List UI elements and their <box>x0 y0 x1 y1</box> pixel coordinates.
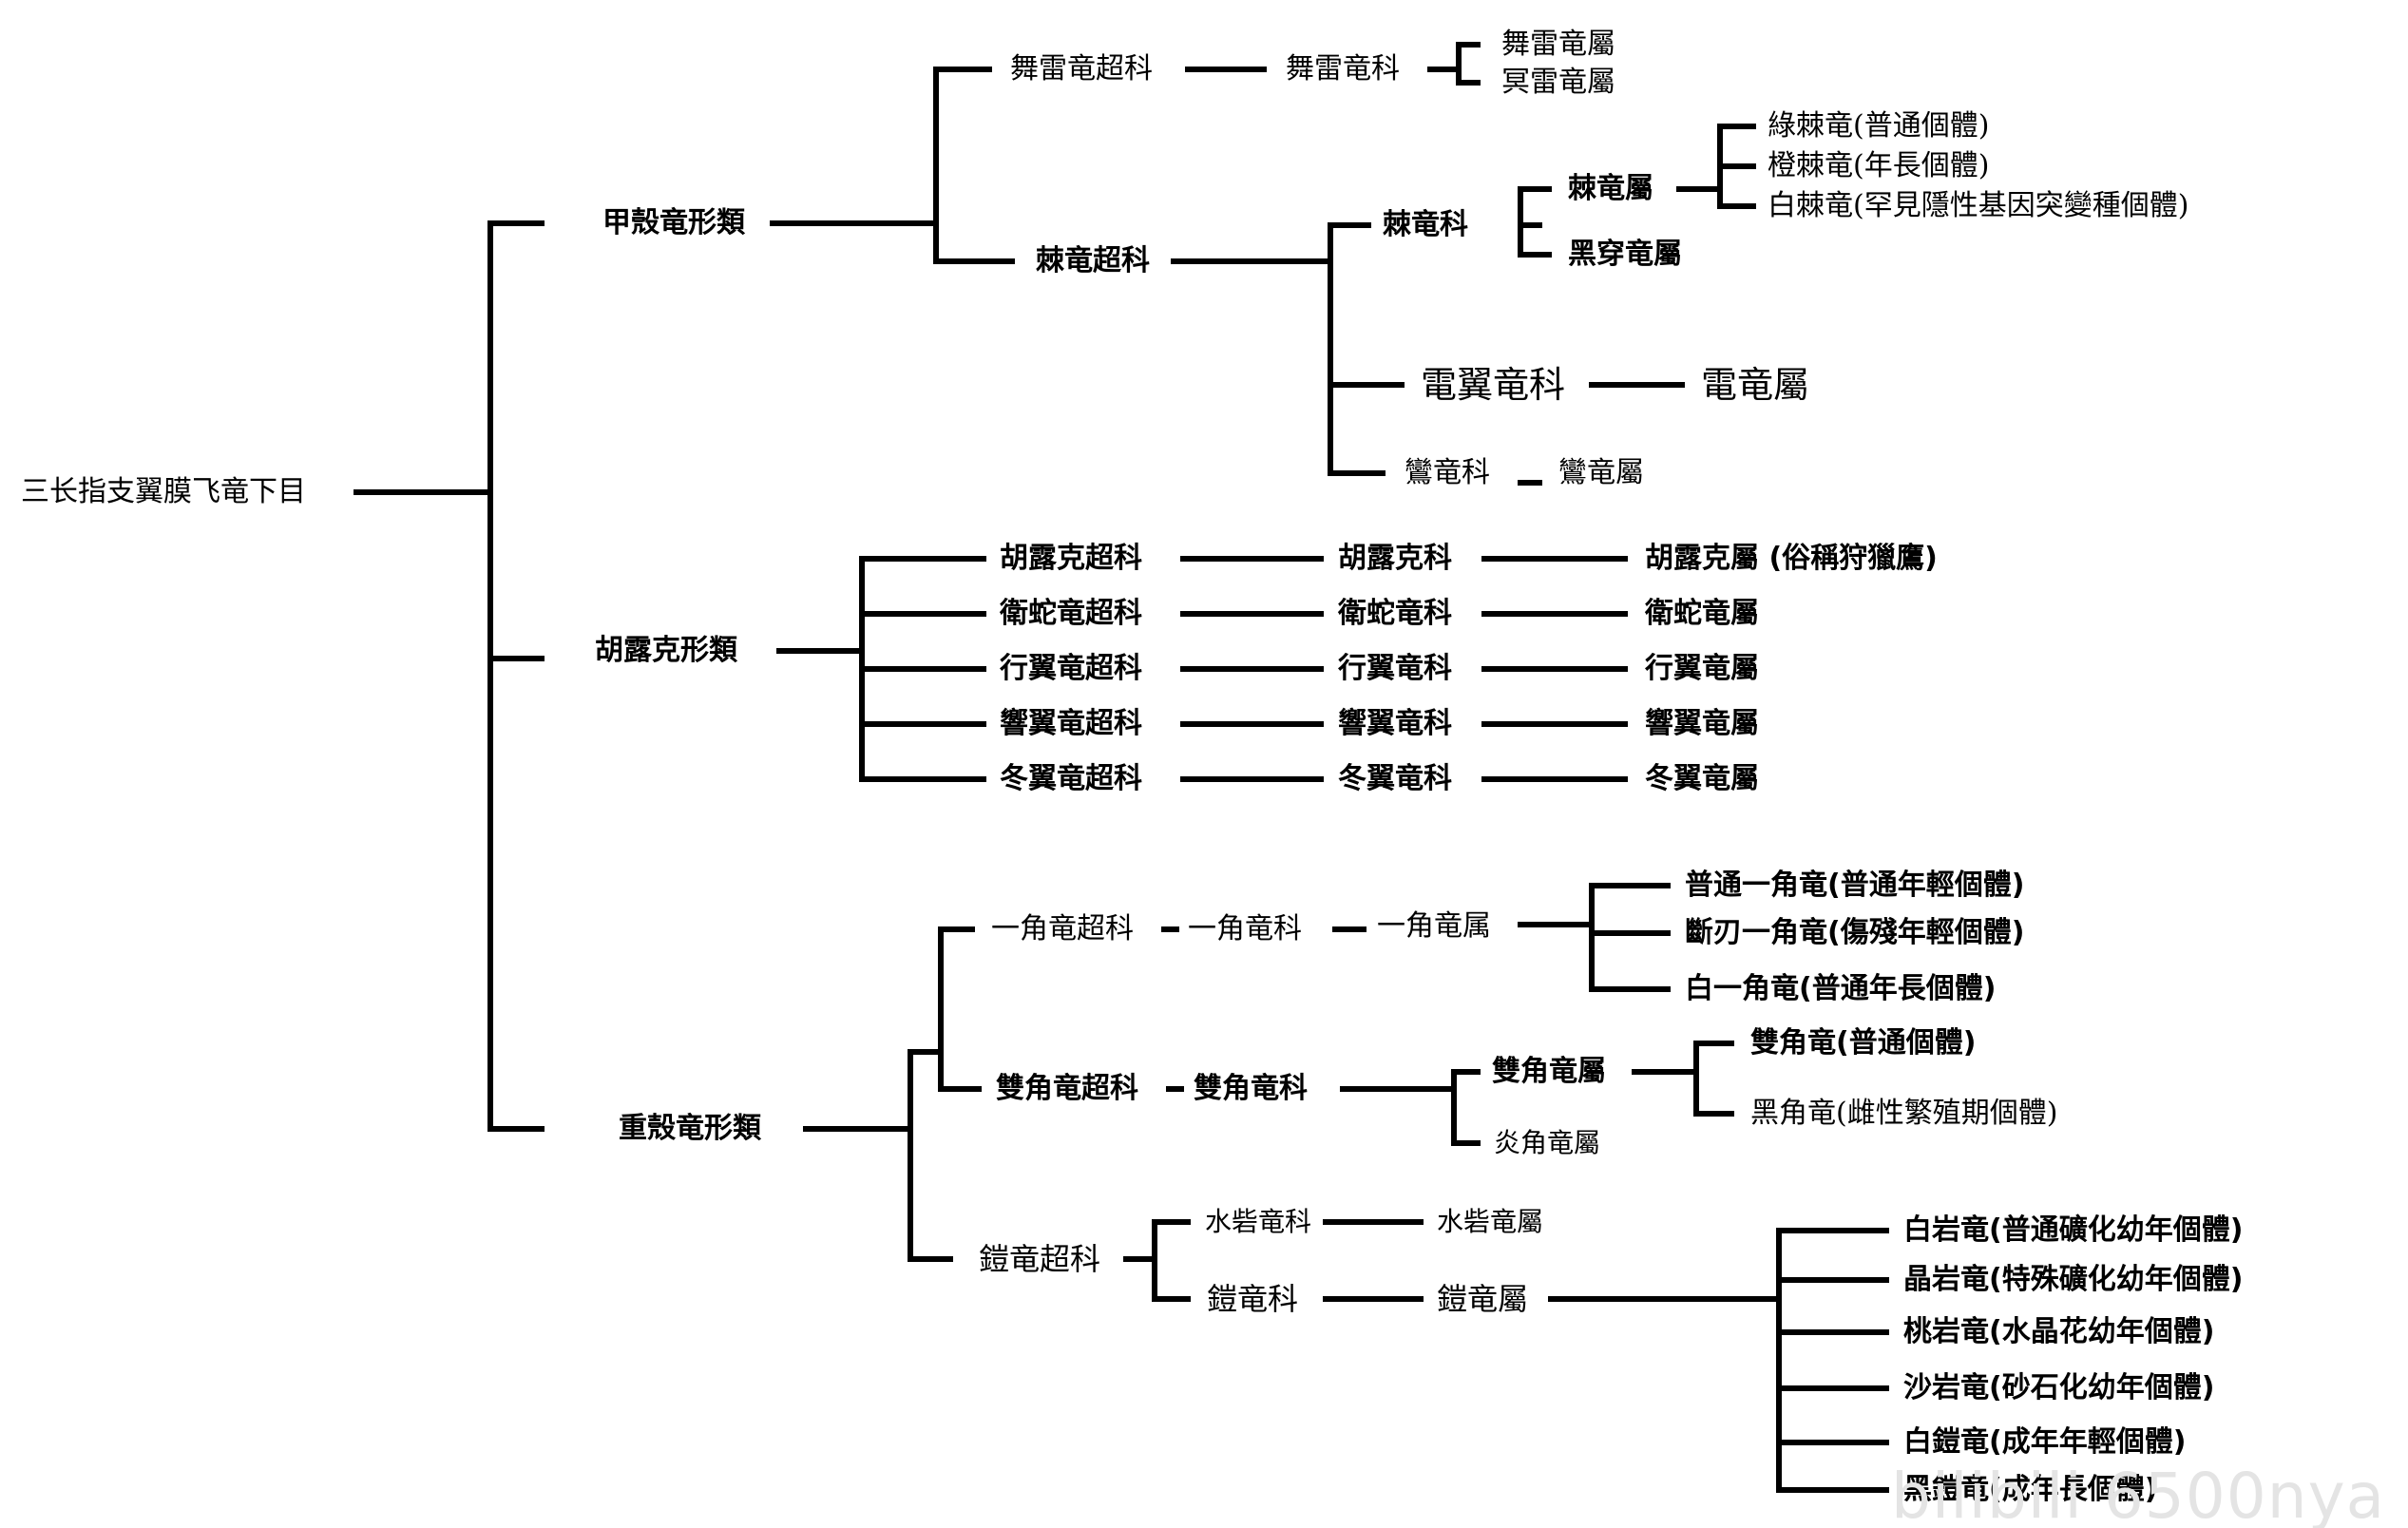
node-root: 三长指支翼膜飞竜下目 <box>21 475 306 508</box>
node-armor-species-2: 晶岩竜(特殊礦化幼年個體) <box>1903 1263 2244 1296</box>
node-twinhorn-superfamily: 雙角竜超科 <box>996 1072 1138 1105</box>
node-twinhorn-species-1: 雙角竜(普通個體) <box>1750 1026 1977 1060</box>
node-spiny-species-2: 橙棘竜(年長個體) <box>1768 149 1990 182</box>
node-armor-superfamily: 鎧竜超科 <box>979 1241 1101 1277</box>
node-clade-b-row-5-genus: 冬翼竜屬 <box>1645 762 1759 795</box>
node-thunder-genus-1: 舞雷竜屬 <box>1501 28 1615 61</box>
node-armor-species-5: 白鎧竜(成年年輕個體) <box>1903 1425 2187 1459</box>
node-twinhorn-species-2: 黑角竜(雌性繁殖期個體) <box>1750 1097 2058 1130</box>
node-thunder-genus-2: 冥雷竜屬 <box>1501 66 1615 99</box>
node-clade-b-row-3-family: 行翼竜科 <box>1338 652 1452 685</box>
node-clade-a: 甲殼竜形類 <box>602 206 745 239</box>
node-spiny-species-3: 白棘竜(罕見隱性基因突變種個體) <box>1768 189 2189 222</box>
node-armor-species-1: 白岩竜(普通礦化幼年個體) <box>1903 1213 2244 1247</box>
node-armor-family-2: 鎧竜科 <box>1207 1281 1299 1317</box>
node-clade-b-row-4-genus: 響翼竜屬 <box>1645 707 1759 740</box>
node-spiny-genus-4: 鸞竜屬 <box>1558 456 1644 489</box>
node-unicorn-superfamily: 一角竜超科 <box>991 912 1134 945</box>
node-clade-b-row-1-genus: 胡露克屬 (俗稱狩獵鷹) <box>1645 542 1938 575</box>
node-clade-b-row-2-superfamily: 衛蛇竜超科 <box>1000 597 1142 630</box>
node-thunder-family: 舞雷竜科 <box>1286 52 1400 86</box>
node-unicorn-species-1: 普通一角竜(普通年輕個體) <box>1685 869 2025 902</box>
node-unicorn-genus: 一角竜属 <box>1377 909 1491 943</box>
node-clade-b-row-3-genus: 行翼竜屬 <box>1645 652 1759 685</box>
node-thunder-superfamily: 舞雷竜超科 <box>1010 52 1153 86</box>
node-clade-b-row-4-family: 響翼竜科 <box>1338 707 1452 740</box>
node-clade-b-row-5-family: 冬翼竜科 <box>1338 762 1452 795</box>
node-spiny-genus-2: 黑穿竜屬 <box>1568 238 1682 271</box>
node-armor-species-6: 黑鎧竜(成年長個體) <box>1903 1473 2158 1506</box>
node-armor-family-1: 水砦竜科 <box>1205 1206 1312 1237</box>
node-twinhorn-genus-2: 炎角竜屬 <box>1494 1127 1601 1158</box>
node-clade-b-row-2-genus: 衛蛇竜屬 <box>1645 597 1759 630</box>
node-unicorn-species-2: 斷刃一角竜(傷殘年輕個體) <box>1685 916 2025 949</box>
node-clade-b-row-5-superfamily: 冬翼竜超科 <box>1000 762 1142 795</box>
node-clade-b-row-1-superfamily: 胡露克超科 <box>1000 542 1142 575</box>
node-armor-genus-1: 水砦竜屬 <box>1437 1206 1544 1237</box>
node-spiny-species-1: 綠棘竜(普通個體) <box>1768 109 1990 143</box>
node-twinhorn-family: 雙角竜科 <box>1194 1072 1308 1105</box>
node-clade-b: 胡露克形類 <box>595 634 737 667</box>
node-spiny-family: 棘竜科 <box>1383 208 1468 241</box>
node-clade-b-row-1-family: 胡露克科 <box>1338 542 1452 575</box>
watermark: bilibili 6500nya <box>1891 1460 2386 1528</box>
node-clade-b-row-4-superfamily: 響翼竜超科 <box>1000 707 1142 740</box>
node-spiny-family-2: 電翼竜科 <box>1421 364 1566 406</box>
node-unicorn-family: 一角竜科 <box>1188 912 1302 945</box>
node-armor-species-3: 桃岩竜(水晶花幼年個體) <box>1903 1315 2215 1348</box>
node-spiny-genus-3: 電竜屬 <box>1701 364 1810 406</box>
node-spiny-genus: 棘竜屬 <box>1568 172 1653 205</box>
node-twinhorn-genus: 雙角竜屬 <box>1492 1055 1606 1088</box>
node-armor-species-4: 沙岩竜(砂石化幼年個體) <box>1903 1371 2215 1404</box>
node-spiny-family-3: 鸞竜科 <box>1405 456 1490 489</box>
node-armor-genus-2: 鎧竜屬 <box>1437 1281 1529 1317</box>
node-clade-c: 重殼竜形類 <box>619 1112 761 1145</box>
node-unicorn-species-3: 白一角竜(普通年長個體) <box>1685 972 1997 1005</box>
node-clade-b-row-3-superfamily: 行翼竜超科 <box>1000 652 1142 685</box>
node-clade-b-row-2-family: 衛蛇竜科 <box>1338 597 1452 630</box>
node-spiny-superfamily: 棘竜超科 <box>1036 244 1150 277</box>
